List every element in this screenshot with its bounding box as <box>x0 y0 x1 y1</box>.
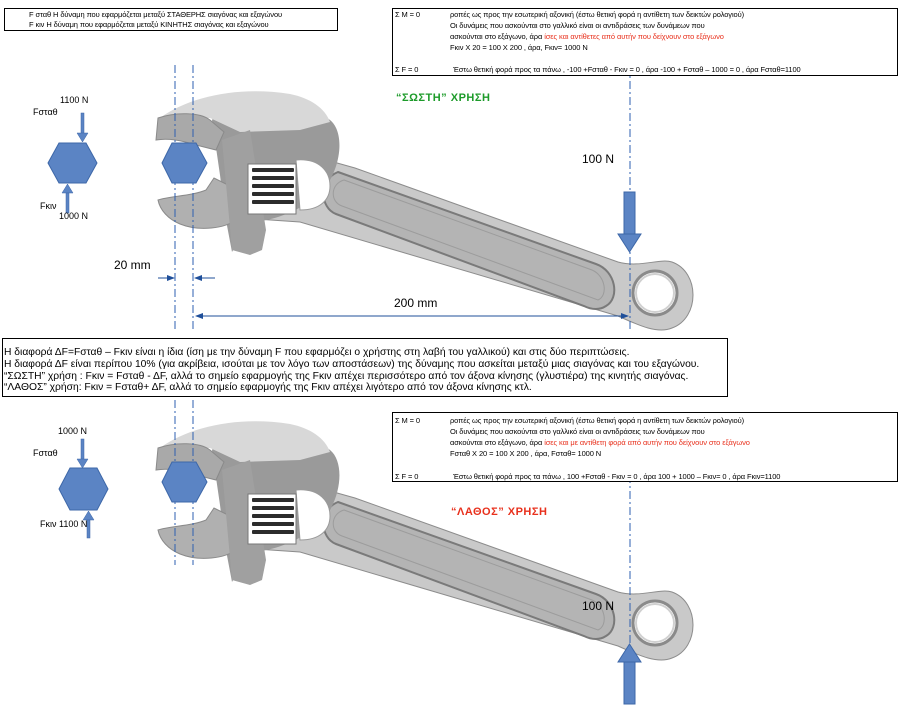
handle-force-arrow-top <box>617 191 642 253</box>
top-hex-force-1100: 1100 N <box>60 95 89 105</box>
title-wrong-use: “ΛΑΘΟΣ” ΧΡΗΣΗ <box>451 506 548 518</box>
legend-line-2: F κιν Η δύναμη που εφαρμόζεται μεταξύ ΚΙ… <box>29 20 269 29</box>
explanation-line-3: “ΣΩΣΤΗ” χρήση : Fκιν = Fσταθ - ΔF, αλλά … <box>4 371 689 382</box>
eq-bottom-line-2: Οι δυνάμεις που ασκούνται στο γαλλικό εί… <box>450 427 705 436</box>
eq-top-line-2: Οι δυνάμεις που ασκούνται στο γαλλικό εί… <box>450 21 705 30</box>
sf-label-bottom: Σ F = 0 <box>395 472 419 481</box>
force-arrow-down-top-hex <box>76 112 89 143</box>
equations-box-top: Σ Μ = 0 ροπές ως προς την εσωτερική αξον… <box>392 8 898 76</box>
title-correct-use: “ΣΩΣΤΗ” ΧΡΗΣΗ <box>396 92 491 104</box>
eq-bottom-line-1: ροπές ως προς την εσωτερική αξονική (έστ… <box>450 416 744 425</box>
hex-free-top <box>47 142 98 184</box>
hex-nut-bottom <box>161 461 208 503</box>
explanation-line-2: Η διαφορά ΔF είναι περίπου 10% (για ακρί… <box>4 359 700 370</box>
top-hex-force-1000: 1000 N <box>59 211 89 221</box>
wrench-top <box>154 89 695 332</box>
top-hex-label-fstath: Fσταθ <box>33 107 58 117</box>
top-handle-force: 100 N <box>582 152 615 166</box>
sf-text-top: Έστω θετική φορά προς τα πάνω , -100 +Fσ… <box>453 65 801 74</box>
dim-20mm-label: 20 mm <box>114 258 151 272</box>
handle-force-arrow-bottom <box>617 643 642 705</box>
legend-box: F σταθ Η δύναμη που εφαρμόζεται μεταξύ Σ… <box>4 8 338 31</box>
eq-bottom-line-4: Fσταθ Χ 20 = 100 Χ 200 , άρα, Fσταθ= 100… <box>450 449 602 458</box>
eq-bottom-line-3: ασκούνται στο εξάγωνο, άρα ίσες και με α… <box>450 438 750 447</box>
sm-label-bottom: Σ Μ = 0 <box>395 416 420 425</box>
bottom-hex-force-1000: 1000 N <box>58 426 88 436</box>
hex-nut-top <box>161 142 208 184</box>
sf-text-bottom: Έστω θετική φορά προς τα πάνω , 100 +Fστ… <box>453 472 781 481</box>
dim-200mm-label: 200 mm <box>394 296 438 310</box>
top-hex-label-fkin: Fκιν <box>40 201 57 211</box>
explanation-box: Η διαφορά ΔF=Fσταθ – Fκιν είναι η ίδια (… <box>2 338 728 397</box>
bottom-handle-force: 100 N <box>582 599 615 613</box>
explanation-line-1: Η διαφορά ΔF=Fσταθ – Fκιν είναι η ίδια (… <box>4 347 630 358</box>
equations-box-bottom: Σ Μ = 0 ροπές ως προς την εσωτερική αξον… <box>392 412 898 482</box>
explanation-line-4: “ΛΑΘΟΣ” χρήση: Fκιν = Fσταθ+ ΔF, αλλά το… <box>4 382 532 393</box>
sm-label-top: Σ Μ = 0 <box>395 10 420 19</box>
sf-label-top: Σ F = 0 <box>395 65 419 74</box>
eq-top-line-4: Fκιν Χ 20 = 100 Χ 200 , άρα, Fκιν= 1000 … <box>450 43 588 52</box>
force-arrow-down-bottom-hex <box>76 438 89 469</box>
eq-top-line-1: ροπές ως προς την εσωτερική αξονική (έστ… <box>450 10 744 19</box>
legend-line-1: F σταθ Η δύναμη που εφαρμόζεται μεταξύ Σ… <box>29 10 283 19</box>
bottom-hex-label-fkin: Fκιν 1100 N <box>40 519 88 529</box>
force-arrow-up-bottom-hex <box>82 510 95 539</box>
bottom-hex-label-fstath: Fσταθ <box>33 448 58 458</box>
hex-free-bottom <box>58 467 109 511</box>
eq-top-line-3: ασκούνται στο εξάγωνο, άρα ίσες και αντί… <box>450 32 724 41</box>
force-arrow-up-top-hex <box>61 183 74 214</box>
